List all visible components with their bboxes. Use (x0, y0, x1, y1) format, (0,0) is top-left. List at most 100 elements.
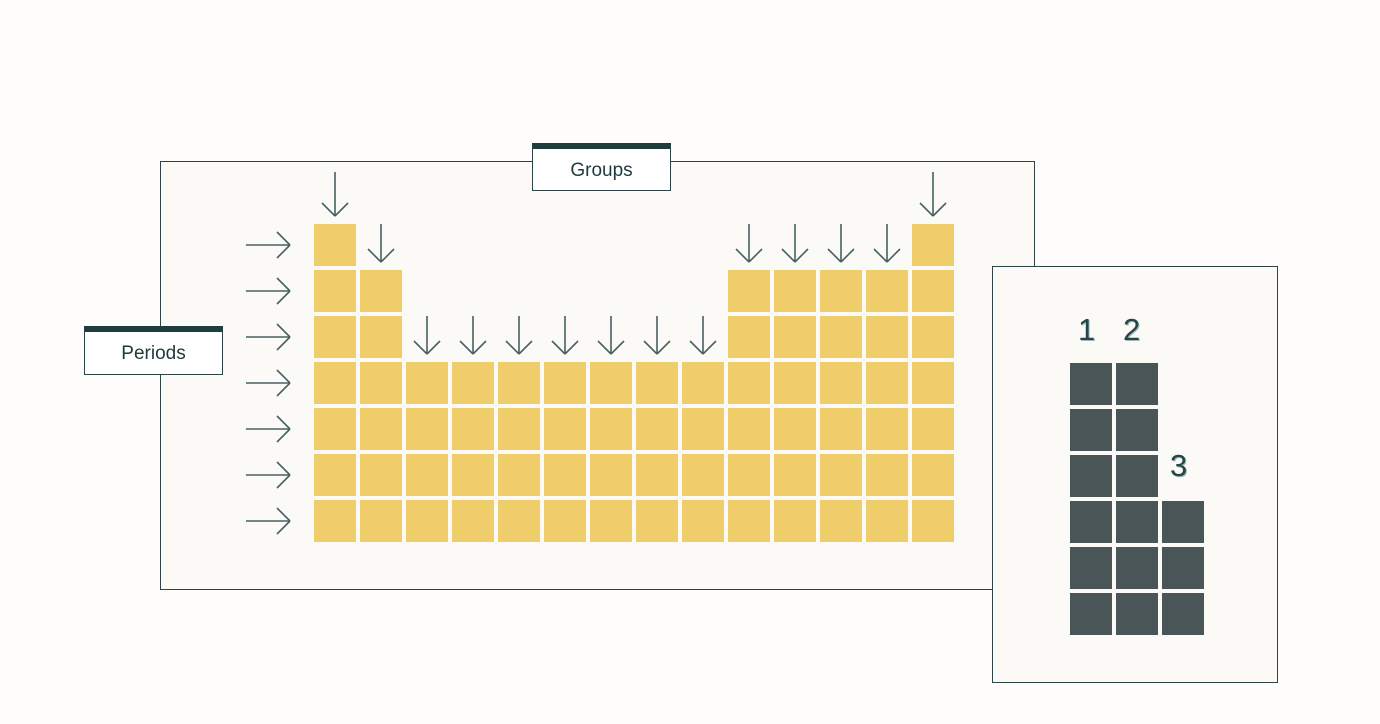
element-cell (498, 408, 540, 450)
element-cell (498, 500, 540, 542)
block-cell (1116, 593, 1158, 635)
arrow-down-icon (551, 316, 579, 355)
element-cell (728, 316, 770, 358)
element-cell (728, 362, 770, 404)
block-cell (1070, 501, 1112, 543)
element-cell (820, 362, 862, 404)
groups-label-tag: Groups (532, 143, 671, 191)
element-cell (406, 362, 448, 404)
element-cell (912, 224, 954, 266)
element-cell (728, 454, 770, 496)
element-cell (452, 408, 494, 450)
element-cell (360, 362, 402, 404)
element-cell (360, 500, 402, 542)
element-cell (820, 408, 862, 450)
element-cell (774, 270, 816, 312)
element-cell (728, 408, 770, 450)
block-cell (1070, 409, 1112, 451)
element-cell (912, 454, 954, 496)
element-cell (544, 500, 586, 542)
block-label-2: 2 (1123, 312, 1141, 347)
arrow-down-icon (597, 316, 625, 355)
element-cell (912, 270, 954, 312)
element-cell (452, 454, 494, 496)
element-cell (774, 316, 816, 358)
element-cell (636, 408, 678, 450)
arrow-down-icon (413, 316, 441, 355)
arrow-right-icon (246, 461, 291, 489)
block-cell (1116, 547, 1158, 589)
element-cell (636, 454, 678, 496)
arrow-down-icon (689, 316, 717, 355)
element-cell (912, 500, 954, 542)
element-cell (544, 408, 586, 450)
element-cell (820, 316, 862, 358)
element-cell (314, 408, 356, 450)
element-cell (314, 362, 356, 404)
element-cell (590, 454, 632, 496)
element-cell (774, 408, 816, 450)
element-cell (314, 270, 356, 312)
arrow-right-icon (246, 277, 291, 305)
element-cell (498, 454, 540, 496)
periods-label-tag: Periods (84, 326, 223, 375)
arrow-down-icon (827, 224, 855, 263)
arrow-right-icon (246, 369, 291, 397)
element-cell (360, 454, 402, 496)
element-cell (728, 270, 770, 312)
arrow-down-icon (459, 316, 487, 355)
element-cell (912, 316, 954, 358)
arrow-down-icon (321, 172, 349, 217)
element-cell (452, 500, 494, 542)
element-cell (820, 500, 862, 542)
block-cell (1162, 547, 1204, 589)
block-cell (1116, 409, 1158, 451)
element-cell (774, 500, 816, 542)
element-cell (866, 454, 908, 496)
element-cell (314, 500, 356, 542)
arrow-down-icon (643, 316, 671, 355)
element-cell (682, 500, 724, 542)
element-cell (314, 316, 356, 358)
element-cell (636, 362, 678, 404)
element-cell (406, 454, 448, 496)
element-cell (866, 316, 908, 358)
block-cell (1070, 363, 1112, 405)
arrow-down-icon (781, 224, 809, 263)
element-cell (820, 454, 862, 496)
block-cell (1116, 455, 1158, 497)
element-cell (360, 408, 402, 450)
element-cell (866, 270, 908, 312)
element-cell (544, 362, 586, 404)
element-cell (406, 408, 448, 450)
block-cell (1070, 593, 1112, 635)
element-cell (406, 500, 448, 542)
arrow-down-icon (919, 172, 947, 217)
element-cell (774, 362, 816, 404)
element-cell (498, 362, 540, 404)
periods-label: Periods (121, 343, 186, 364)
arrow-down-icon (367, 224, 395, 263)
element-cell (866, 500, 908, 542)
arrow-down-icon (873, 224, 901, 263)
element-cell (682, 362, 724, 404)
block-cell (1070, 455, 1112, 497)
element-cell (544, 454, 586, 496)
element-cell (774, 454, 816, 496)
element-cell (636, 500, 678, 542)
block-cell (1070, 547, 1112, 589)
block-label-1: 1 (1078, 312, 1096, 347)
element-cell (682, 454, 724, 496)
arrow-right-icon (246, 323, 291, 351)
element-cell (912, 362, 954, 404)
element-cell (314, 454, 356, 496)
arrow-right-icon (246, 507, 291, 535)
element-cell (590, 408, 632, 450)
block-cell (1162, 593, 1204, 635)
element-cell (452, 362, 494, 404)
element-cell (590, 362, 632, 404)
element-cell (866, 362, 908, 404)
block-cell (1162, 501, 1204, 543)
